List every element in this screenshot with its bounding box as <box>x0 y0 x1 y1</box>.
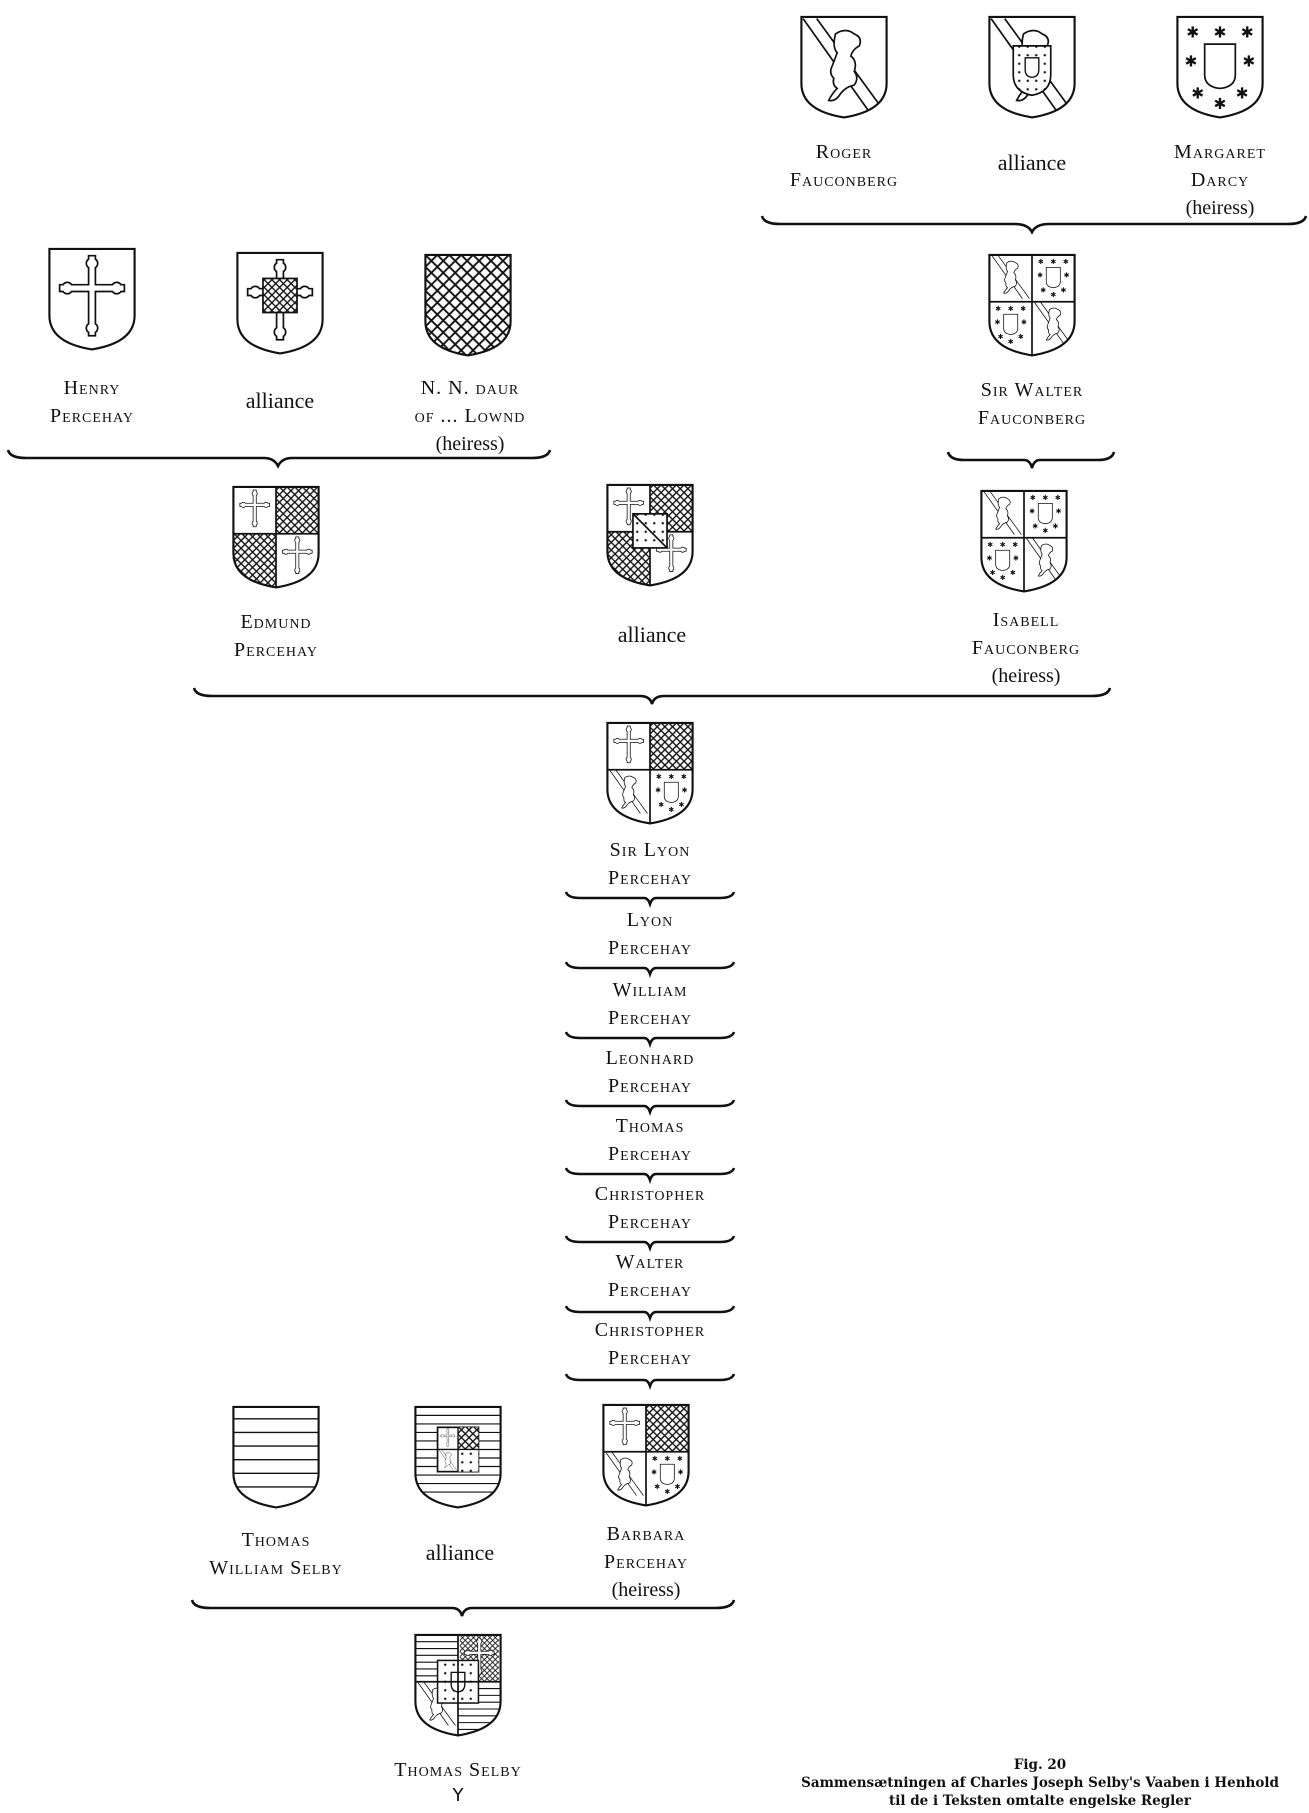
name-line: Sir Walter <box>980 379 1084 401</box>
person-isabell-fauconberg: Isabell Fauconberg (heiress) <box>944 606 1108 690</box>
shield-lyon-percehay <box>604 714 696 834</box>
brace-descent <box>564 961 736 979</box>
name-line: Christopher <box>594 1183 706 1205</box>
brace-descent <box>564 1167 736 1185</box>
person-descent-2: William Percehay <box>570 976 730 1032</box>
name-line: Percehay <box>608 937 692 959</box>
name-line: Roger <box>815 141 873 163</box>
alliance-label: alliance <box>997 150 1067 175</box>
name-line: Percehay <box>608 1075 692 1097</box>
name-line: Thomas <box>241 1529 311 1551</box>
brace-selby-percehay <box>190 1599 736 1617</box>
heiress-note: (heiress) <box>991 665 1061 687</box>
shield-nn-lownd <box>422 246 514 366</box>
descent-mark: Y <box>452 1785 464 1806</box>
person-henry-percehay: Henry Percehay <box>12 374 172 430</box>
person-descent-7: Christopher Percehay <box>560 1316 740 1372</box>
heiress-note: (heiress) <box>435 433 505 455</box>
person-descent-5: Christopher Percehay <box>560 1180 740 1236</box>
alliance-label: alliance <box>245 388 315 413</box>
name-line: Walter <box>615 1251 685 1273</box>
name-line: Sir Lyon <box>609 839 691 861</box>
name-line: Percehay <box>234 639 318 661</box>
name-line: Leonhard <box>605 1047 695 1069</box>
shield-alliance-fauconberg-darcy <box>986 8 1078 128</box>
brace-percehay-lownd <box>6 449 552 469</box>
brace-percehay-fauconberg <box>192 687 1112 705</box>
name-line: Percehay <box>608 1143 692 1165</box>
person-descent-1: Lyon Percehay <box>570 906 730 962</box>
person-descent-3: Leonhard Percehay <box>570 1044 730 1100</box>
person-roger-fauconberg: Roger Fauconberg <box>764 138 924 194</box>
person-barbara-percehay: Barbara Percehay (heiress) <box>566 1520 726 1604</box>
brace-descent <box>564 1305 736 1323</box>
shield-alliance-selby-percehay <box>412 1398 504 1518</box>
name-line: Percehay <box>604 1551 688 1573</box>
person-descent-6: Walter Percehay <box>570 1248 730 1304</box>
name-line: Thomas Selby <box>394 1759 522 1781</box>
brace-descent <box>564 1235 736 1253</box>
shield-margaret-darcy <box>1174 8 1266 128</box>
figure-caption: Fig. 20 Sammensætningen af Charles Josep… <box>780 1756 1300 1810</box>
shield-thomas-william-selby <box>230 1398 322 1518</box>
brace-descent <box>564 1031 736 1049</box>
brace-walter-fauconberg <box>946 451 1116 469</box>
name-line: William Selby <box>209 1557 343 1579</box>
shield-alliance-percehay-lownd <box>234 244 326 364</box>
name-line: Fauconberg <box>977 407 1087 429</box>
name-line: Thomas <box>615 1115 685 1137</box>
brace-fauconberg-darcy <box>760 215 1308 235</box>
name-line: Isabell <box>992 609 1060 631</box>
caption-line: Sammensætningen af Charles Joseph Selby'… <box>801 1775 1279 1791</box>
name-line: Percehay <box>608 1211 692 1233</box>
alliance-label: alliance <box>425 1540 495 1565</box>
name-line: Percehay <box>608 1279 692 1301</box>
shield-roger-fauconberg <box>798 8 890 128</box>
name-line: Percehay <box>608 867 692 889</box>
name-line: Christopher <box>594 1319 706 1341</box>
brace-descent <box>564 1099 736 1117</box>
name-line: Barbara <box>606 1523 686 1545</box>
shield-isabell-fauconberg <box>978 482 1070 602</box>
name-line: Henry <box>63 377 121 399</box>
shield-walter-fauconberg <box>986 246 1078 366</box>
person-margaret-darcy: Margaret Darcy (heiress) <box>1140 138 1300 222</box>
name-line: of ... Lownd <box>414 405 526 427</box>
shield-barbara-percehay <box>600 1396 692 1516</box>
person-descent-4: Thomas Percehay <box>570 1112 730 1168</box>
heiress-note: (heiress) <box>1185 197 1255 219</box>
name-line: Fauconberg <box>789 169 899 191</box>
person-walter-fauconberg: Sir Walter Fauconberg <box>950 376 1114 432</box>
person-thomas-william-selby: Thomas William Selby <box>176 1526 376 1582</box>
name-line: Margaret <box>1174 141 1266 163</box>
shield-edmund-percehay <box>230 478 322 598</box>
brace-descent <box>564 891 736 909</box>
name-line: Fauconberg <box>971 637 1081 659</box>
heiress-note: (heiress) <box>611 1579 681 1601</box>
brace-descent <box>564 1373 736 1391</box>
name-line: Edmund <box>240 611 312 633</box>
name-line: Percehay <box>608 1347 692 1369</box>
shield-henry-percehay <box>46 240 138 360</box>
alliance-label: alliance <box>617 622 687 647</box>
name-line: Lyon <box>626 909 674 931</box>
figure-number: Fig. 20 <box>1013 1757 1067 1773</box>
name-line: William <box>612 979 688 1001</box>
name-line: Darcy <box>1190 169 1250 191</box>
person-edmund-percehay: Edmund Percehay <box>196 608 356 664</box>
person-nn-lownd: N. N. daur of ... Lownd (heiress) <box>380 374 560 458</box>
person-thomas-selby: Thomas Selby <box>358 1756 558 1784</box>
shield-thomas-selby <box>412 1626 504 1746</box>
name-line: Percehay <box>50 405 134 427</box>
caption-line: til de i Teksten omtalte engelske Regler <box>889 1793 1191 1809</box>
name-line: Percehay <box>608 1007 692 1029</box>
name-line: N. N. daur <box>420 377 520 399</box>
person-sir-lyon-percehay: Sir Lyon Percehay <box>570 836 730 892</box>
shield-alliance-percehay-fauconberg <box>604 476 696 596</box>
